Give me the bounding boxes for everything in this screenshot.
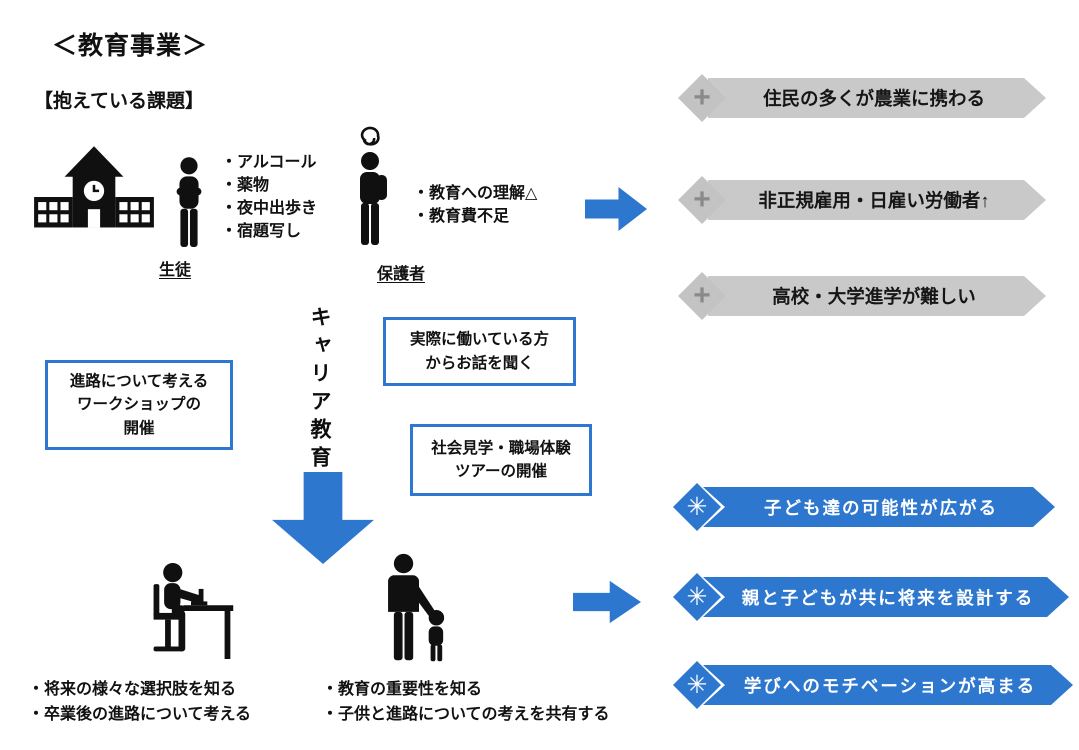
banner-bar: 非正規雇用・日雇い労働者↑	[708, 180, 1046, 220]
banner-bar: 子ども達の可能性が広がる	[703, 487, 1055, 527]
student-icon	[168, 156, 210, 252]
plus-glyph: +	[693, 279, 711, 312]
workshop-box: 進路について考える ワークショップの 開催	[45, 360, 233, 450]
list-item: ・教育費不足	[413, 208, 510, 225]
guardian-icon-svg	[360, 126, 387, 245]
result-banner: ✳ 学びへのモチベーションが高まる	[673, 661, 1073, 709]
banner-text: 非正規雇用・日雇い労働者↑	[758, 190, 990, 211]
plus-glyph: +	[693, 183, 711, 216]
box-line: ワークショップの	[76, 396, 201, 414]
box-line: ツアーの開催	[454, 463, 548, 480]
banner-bar: 住民の多くが農業に携わる	[708, 78, 1046, 118]
banner-bar: 親と子どもが共に将来を設計する	[703, 577, 1069, 617]
school-icon-svg	[34, 146, 154, 228]
career-education-label: キャリア教育	[308, 306, 331, 474]
right-arrow-icon	[573, 580, 641, 624]
student-label: 生徒	[159, 262, 192, 279]
parent-child-icon-svg	[388, 553, 445, 662]
list-item: ・将来の様々な選択肢を知る	[28, 681, 237, 698]
page-title: ＜教育事業＞	[52, 32, 209, 60]
student-issues-list: ・アルコール ・薬物 ・夜中出歩き ・宿題写し	[221, 151, 317, 243]
banner-text: 親と子どもが共に将来を設計する	[741, 587, 1035, 608]
tour-box: 社会見学・職場体験 ツアーの開催	[410, 424, 592, 496]
list-item: ・夜中出歩き	[221, 200, 318, 217]
study-desk-icon	[143, 556, 239, 666]
result-banner: ✳ 親と子どもが共に将来を設計する	[673, 573, 1069, 621]
guardian-label: 保護者	[377, 266, 426, 283]
list-item: ・教育への理解△	[413, 185, 538, 202]
worker-talk-box: 実際に働いている方 からお話を聞く	[383, 317, 576, 386]
guardian-issues-list: ・教育への理解△ ・教育費不足	[413, 182, 537, 228]
parent-child-icon	[372, 552, 466, 668]
list-item: ・薬物	[221, 177, 270, 194]
banner-text: 子ども達の可能性が広がる	[764, 497, 998, 518]
background-banner: + 非正規雇用・日雇い労働者↑	[678, 176, 1046, 224]
study-desk-icon-svg	[153, 563, 234, 659]
list-item: ・アルコール	[221, 154, 317, 171]
background-banner: + 高校・大学進学が難しい	[678, 272, 1046, 320]
list-item: ・宿題写し	[221, 223, 302, 240]
box-line: 実際に働いている方	[409, 331, 550, 349]
parent-outcomes-list: ・教育の重要性を知る ・子供と進路についての考えを共有する	[322, 677, 610, 727]
down-arrow-icon	[272, 472, 374, 564]
banner-bar: 高校・大学進学が難しい	[708, 276, 1046, 316]
background-banner: + 住民の多くが農業に携わる	[678, 74, 1046, 122]
confusion-scribble-icon	[360, 126, 380, 146]
banner-text: 高校・大学進学が難しい	[772, 286, 976, 307]
list-item: ・卒業後の進路について考える	[28, 706, 252, 723]
asterisk-glyph: ✳	[686, 582, 708, 611]
box-line: 社会見学・職場体験	[431, 439, 571, 457]
banner-bar: 学びへのモチベーションが高まる	[703, 665, 1073, 705]
student-icon-svg	[176, 157, 202, 247]
result-banner: ✳ 子ども達の可能性が広がる	[673, 483, 1055, 531]
box-line: からお話を聞く	[425, 354, 534, 372]
guardian-icon	[340, 126, 404, 258]
box-line: 進路について考える	[69, 373, 209, 391]
list-item: ・子供と進路についての考えを共有する	[322, 706, 610, 723]
asterisk-glyph: ✳	[686, 670, 708, 699]
right-arrow-icon	[585, 187, 647, 231]
box-line: 開催	[123, 419, 155, 437]
issues-heading: 【抱えている課題】	[34, 91, 205, 112]
school-icon	[28, 146, 160, 248]
list-item: ・教育の重要性を知る	[322, 681, 483, 698]
banner-text: 学びへのモチベーションが高まる	[743, 675, 1037, 696]
asterisk-glyph: ✳	[686, 492, 708, 521]
plus-glyph: +	[693, 81, 711, 114]
student-outcomes-list: ・将来の様々な選択肢を知る ・卒業後の進路について考える	[28, 677, 251, 727]
banner-text: 住民の多くが農業に携わる	[762, 88, 985, 109]
